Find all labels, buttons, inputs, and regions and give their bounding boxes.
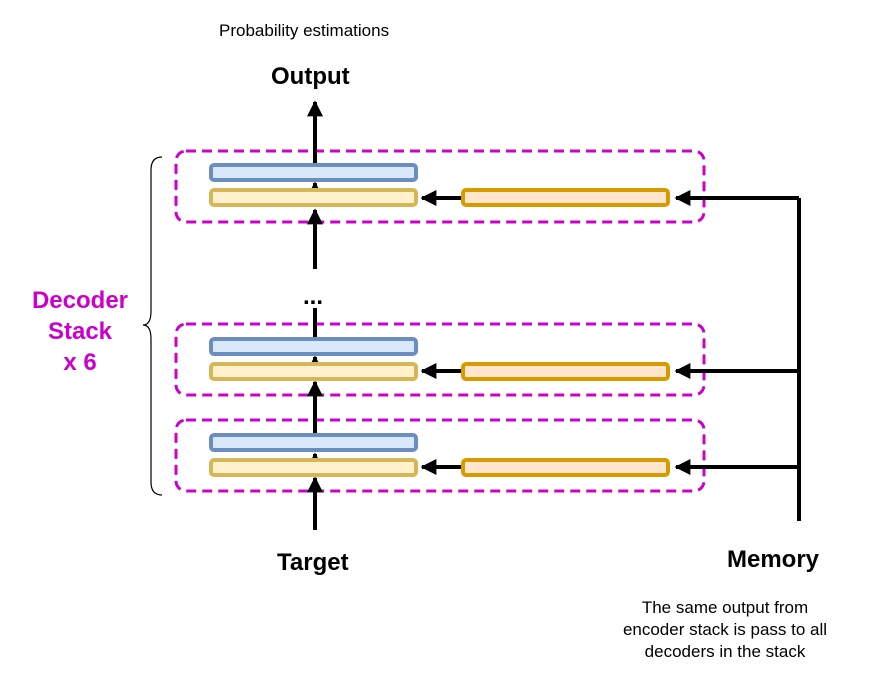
cross-attention-block-top xyxy=(209,188,418,207)
decoder-stack-line: Decoder xyxy=(31,287,129,314)
memory-note-line: The same output from xyxy=(641,598,809,617)
memory-block-middle xyxy=(461,362,670,381)
decoder-layer-middle xyxy=(174,322,706,397)
cross-attention-block-middle xyxy=(209,362,418,381)
decoder-stack-line: x 6 xyxy=(63,349,97,376)
memory-label: Memory xyxy=(727,546,820,573)
decoder-layer-top xyxy=(174,149,706,224)
memory-note-line: encoder stack is pass to all xyxy=(622,620,828,639)
memory-block-bottom xyxy=(461,458,670,477)
decoder-stack-label: Decoder Stack x 6 xyxy=(18,285,142,378)
self-attention-block-bottom xyxy=(209,433,418,452)
self-attention-block-top xyxy=(209,163,418,182)
memory-note-line: decoders in the stack xyxy=(644,642,806,661)
probability-estimations-label: Probability estimations xyxy=(219,21,390,40)
decoder-layer-bottom xyxy=(174,418,706,493)
memory-block-top xyxy=(461,188,670,207)
ellipsis-label: ... xyxy=(303,283,324,310)
target-label: Target xyxy=(277,549,349,576)
decoder-stack-line: Stack xyxy=(47,318,113,345)
memory-note: The same output from encoder stack is pa… xyxy=(600,597,850,663)
cross-attention-block-bottom xyxy=(209,458,418,477)
self-attention-block-middle xyxy=(209,337,418,356)
output-label: Output xyxy=(271,63,350,90)
stack-brace xyxy=(142,156,163,496)
